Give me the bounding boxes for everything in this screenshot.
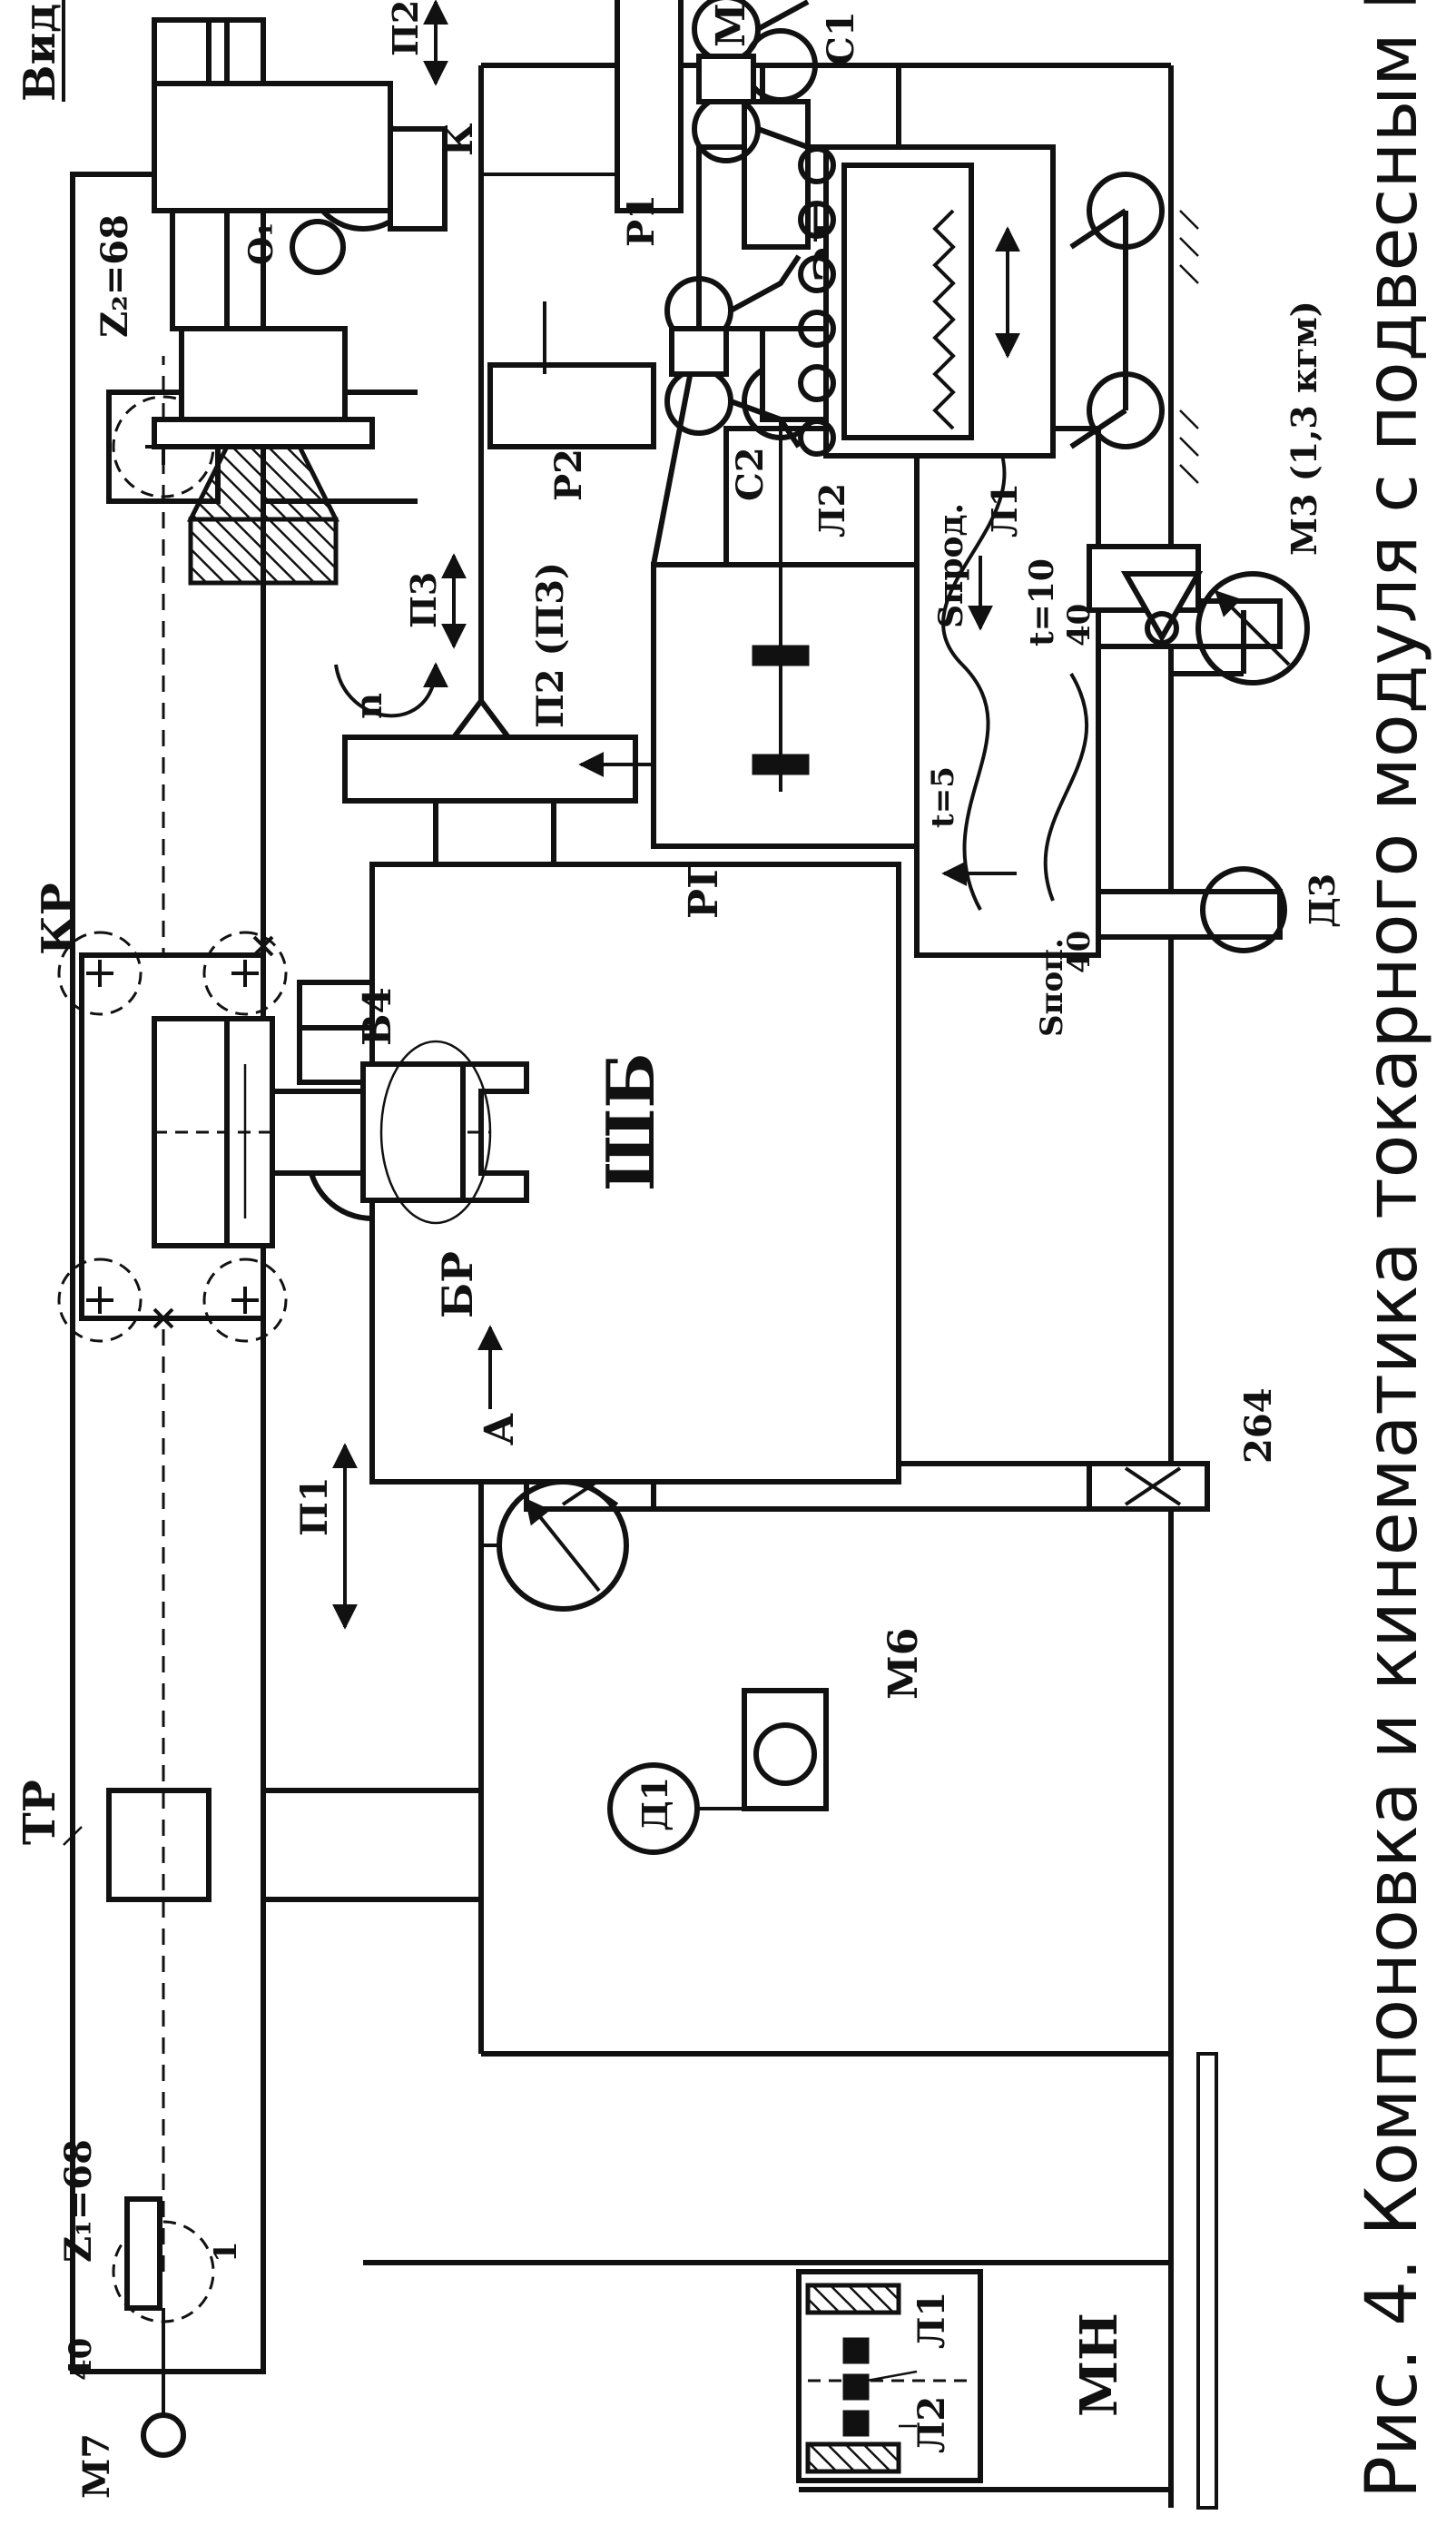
robot-arm: В4 БР bbox=[152, 987, 529, 1318]
spindle-box-shb: ШБ n bbox=[334, 662, 901, 1485]
d1-label: Д1 bbox=[635, 1777, 675, 1831]
mn-label: МН bbox=[1069, 2313, 1129, 2417]
gear-z2: Z₂=68 bbox=[93, 214, 215, 498]
view-c1-label: С1 bbox=[820, 11, 862, 65]
conveyor-rollers bbox=[798, 146, 836, 457]
view-p1-label: Р1 bbox=[620, 194, 663, 247]
motion-arrows: П1 П2 (П3) А bbox=[293, 562, 729, 1630]
view-pi3-label: П3 bbox=[403, 572, 444, 628]
motor-d1: Д1 bbox=[607, 1762, 817, 1855]
view-pi2-label: П2 bbox=[385, 0, 426, 56]
t5-label: t=5 bbox=[925, 766, 961, 828]
view-a: Вид А O₁ К Р2 С2 bbox=[15, 0, 1246, 676]
forty-c-label: 40 bbox=[1061, 931, 1097, 973]
b4-label: В4 bbox=[355, 987, 399, 1046]
m6-label: М6 bbox=[880, 1628, 927, 1700]
view-p2-label: Р2 bbox=[547, 449, 590, 501]
gear-z1: М7 Z₁=68 40 1 bbox=[57, 2139, 244, 2499]
rg-label: РГ bbox=[681, 862, 727, 919]
view-k-label: К bbox=[438, 123, 481, 156]
a-label: А bbox=[477, 1413, 523, 1445]
t10-label: t=10 bbox=[1023, 558, 1061, 646]
shb-label: ШБ bbox=[592, 1052, 669, 1191]
br-label: БР bbox=[433, 1251, 482, 1318]
l1-label: Л1 bbox=[910, 2292, 953, 2349]
s-prod-label: Sпрод. bbox=[932, 503, 970, 628]
view-a-title: Вид А bbox=[15, 0, 65, 102]
rotated-drawing: Рис. 4. Компоновка и кинематика токарног… bbox=[15, 0, 1433, 2510]
z1-label: Z₁=68 bbox=[57, 2139, 100, 2263]
cross-slide: Sпрод. t=10 t=5 Sпоп. bbox=[914, 426, 1101, 1037]
m7-label: М7 bbox=[75, 2433, 118, 2499]
figure-caption: Рис. 4. Компоновка и кинематика токарног… bbox=[1352, 0, 1433, 2499]
p1-label: П1 bbox=[293, 1476, 336, 1536]
view-o1-label: O₁ bbox=[242, 222, 280, 265]
forty-a-label: 40 bbox=[63, 2338, 99, 2381]
z2-label: Z₂=68 bbox=[93, 214, 136, 338]
motor-m6: М6 bbox=[742, 1628, 927, 1811]
label-264: 264 bbox=[1237, 1388, 1280, 1465]
one-label: 1 bbox=[208, 2241, 244, 2263]
p2p3-label: П2 (П3) bbox=[529, 562, 572, 728]
d3-label: Д3 bbox=[1302, 873, 1343, 928]
s-pop-label: Sпоп. bbox=[1034, 938, 1070, 1037]
view-c2-label: С2 bbox=[729, 447, 772, 501]
view-l1-label: Л1 bbox=[984, 483, 1025, 538]
m3-label: М3 (1,3 кгм) bbox=[1284, 301, 1324, 556]
motor-d3: Д3 40 bbox=[1061, 866, 1343, 973]
view-l2-label: Л2 bbox=[812, 483, 852, 538]
tr-label: ТР bbox=[15, 1780, 65, 1845]
l2-label: Л2 bbox=[910, 2396, 953, 2453]
magazine-mn: МН Л1 Л2 bbox=[796, 2052, 1218, 2510]
kr-label: КР bbox=[33, 883, 84, 955]
